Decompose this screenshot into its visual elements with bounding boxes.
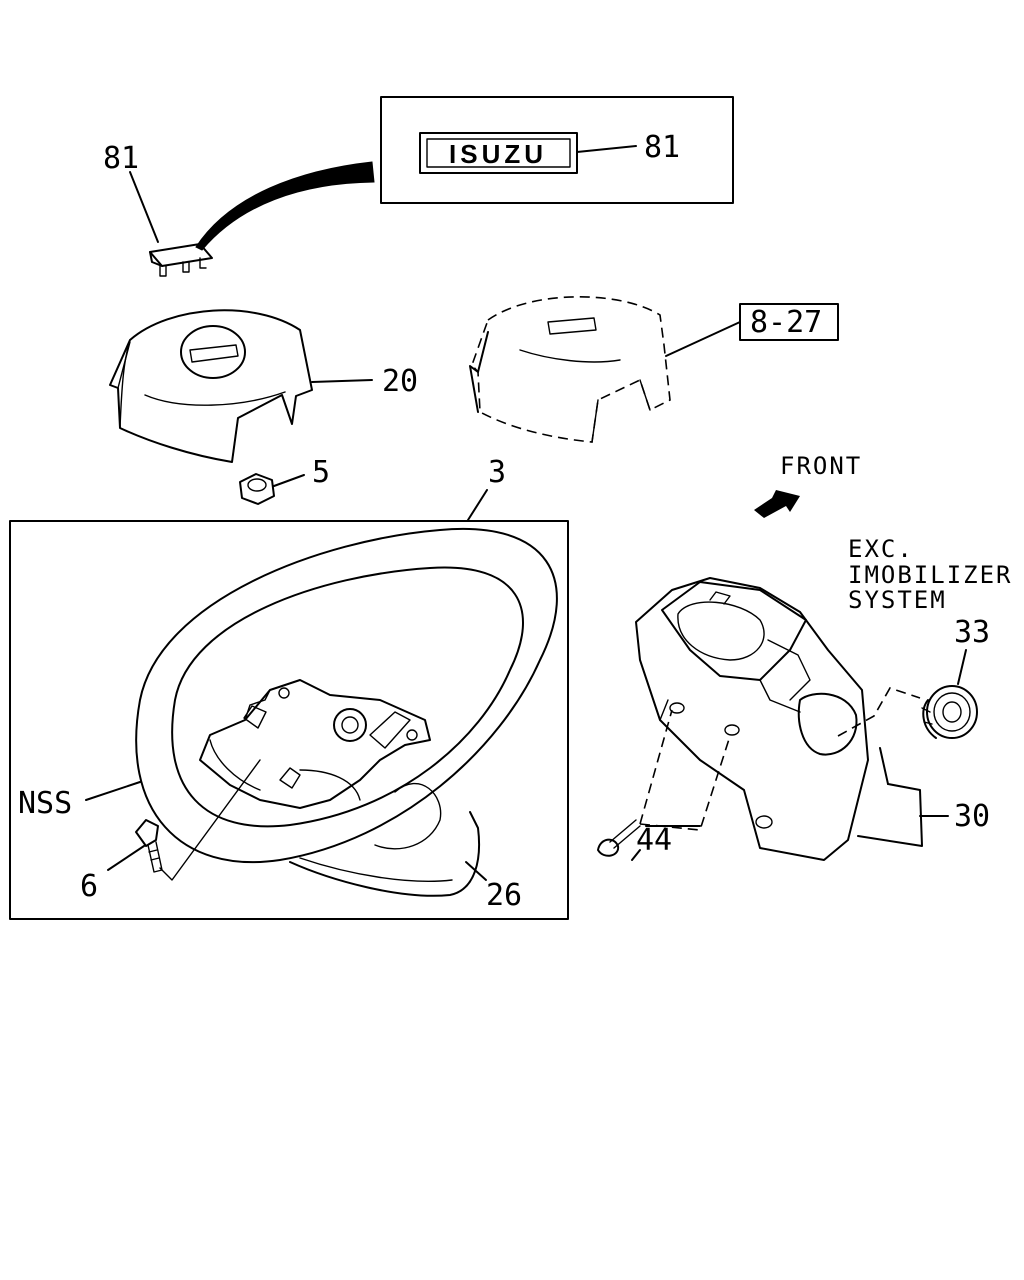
- label-nss: NSS: [18, 786, 72, 821]
- label-3: 3: [488, 455, 506, 490]
- label-81: 81: [103, 141, 139, 176]
- label-33: 33: [954, 615, 990, 650]
- label-26: 26: [486, 878, 522, 913]
- label-30: 30: [954, 799, 990, 834]
- inset-pointer-arrow: [195, 161, 375, 251]
- column-cover-30: 30: [635, 577, 990, 861]
- front-arrow-icon: [754, 490, 800, 518]
- horn-pad-cover-20: 20: [109, 309, 418, 463]
- airbag-cover-reference: 8-27: [469, 296, 839, 443]
- label-81-inset: 81: [644, 130, 680, 165]
- label-6: 6: [80, 869, 98, 904]
- label-front: FRONT: [780, 452, 862, 480]
- label-20: 20: [382, 364, 418, 399]
- exc-immobilizer-note: EXC. IMOBILIZER SYSTEM: [848, 535, 1013, 614]
- label-exc: EXC.: [848, 535, 914, 563]
- cap-33: 33: [837, 615, 990, 739]
- label-5: 5: [312, 455, 330, 490]
- emblem-logo-text: ISUZU: [449, 139, 547, 169]
- front-direction: FRONT: [754, 452, 862, 518]
- emblem-clip-81: 81: [103, 141, 213, 277]
- label-imobilizer: IMOBILIZER: [848, 561, 1013, 589]
- emblem-inset: ISUZU 81: [380, 96, 734, 204]
- steering-wheel-assembly-3: 3 26 NSS 6: [9, 455, 569, 920]
- label-44: 44: [636, 823, 672, 858]
- screw-44: 44: [597, 709, 731, 861]
- label-system: SYSTEM: [848, 586, 947, 614]
- nut-5: 5: [239, 455, 330, 505]
- label-8-27: 8-27: [750, 305, 822, 340]
